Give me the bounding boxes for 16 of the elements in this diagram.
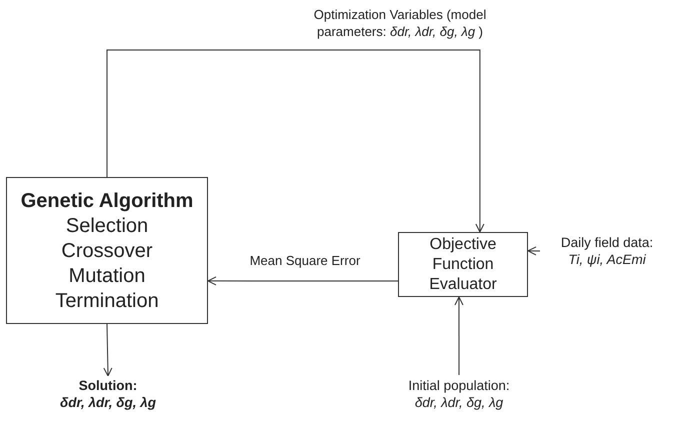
node-values: Ti, ψi, AcEmi [568, 251, 646, 268]
node-values: δdr, λdr, δg, λg [414, 394, 504, 411]
process-box [398, 232, 528, 297]
node-values: δdr, λdr, δg, λg [60, 394, 156, 411]
process-box [6, 177, 208, 324]
box-heading: Genetic Algorithm [20, 188, 194, 214]
arrow [454, 296, 464, 376]
node-heading: Daily field data: [560, 234, 654, 251]
arrow [528, 246, 540, 256]
node-heading: Solution: [78, 377, 138, 394]
arrow [208, 276, 398, 286]
arrow [103, 324, 112, 376]
box-label: Objective Function Evaluator [429, 234, 497, 294]
arrow [106, 50, 484, 232]
step-list: Selection Crossover Mutation Termination [55, 214, 159, 314]
node-heading: Initial population: [408, 377, 510, 394]
